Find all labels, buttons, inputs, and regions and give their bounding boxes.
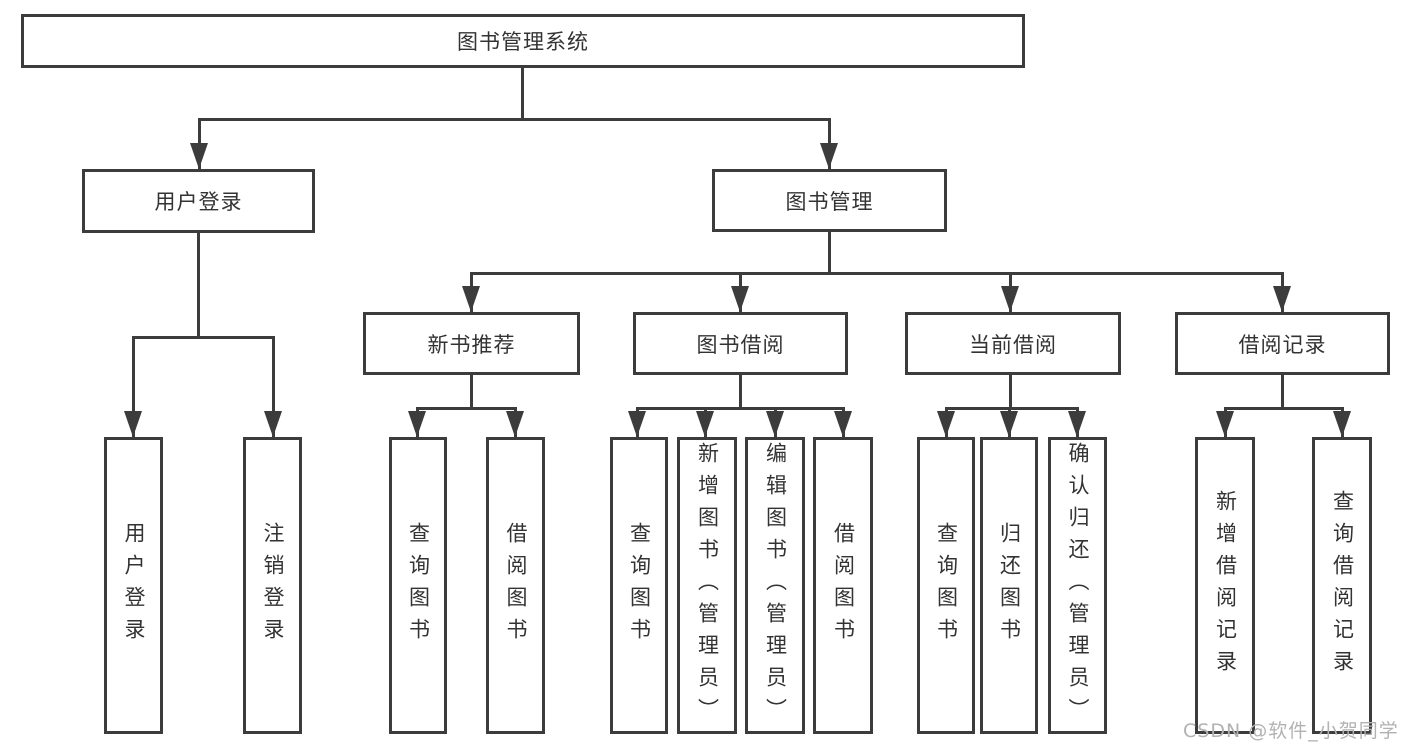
connector-current-borrow-rail bbox=[945, 407, 1079, 410]
arrow-down-icon bbox=[628, 411, 646, 437]
leaf-logout-label: 注销登录 bbox=[261, 521, 285, 650]
connector-root-stem bbox=[521, 68, 524, 118]
leaf-query-books-label: 查询图书 bbox=[627, 521, 652, 650]
leaf-query-borrow-record-label: 查询借阅记录 bbox=[1330, 489, 1355, 682]
leaf-edit-book-admin: 编辑图书（管理员） bbox=[745, 437, 805, 734]
arrow-down-icon bbox=[264, 411, 282, 437]
leaf-add-borrow-record: 新增借阅记录 bbox=[1195, 437, 1255, 734]
arrow-down-icon bbox=[462, 286, 480, 312]
leaf-borrow-books-label: 借阅图书 bbox=[504, 521, 528, 650]
node-borrow-records: 借阅记录 bbox=[1175, 312, 1390, 375]
node-user-login-label: 用户登录 bbox=[154, 190, 243, 214]
root-node: 图书管理系统 bbox=[21, 14, 1025, 68]
leaf-query-books-label: 查询图书 bbox=[406, 521, 431, 650]
node-new-book-recommend-label: 新书推荐 bbox=[427, 332, 516, 357]
arrow-down-icon bbox=[834, 411, 852, 437]
connector-book-mgmt-stem bbox=[828, 232, 831, 272]
leaf-confirm-return-admin-label: 确认归还（管理员） bbox=[1066, 441, 1090, 730]
connector-new-book-stem bbox=[470, 375, 473, 407]
node-book-management-label: 图书管理 bbox=[785, 189, 874, 214]
arrow-down-icon bbox=[766, 411, 784, 437]
arrow-down-icon bbox=[1001, 286, 1019, 312]
connector-drop-login-leaf bbox=[132, 336, 135, 437]
leaf-borrow-books-recommend: 借阅图书 bbox=[486, 437, 545, 734]
arrow-down-icon bbox=[1273, 286, 1291, 312]
leaf-edit-book-admin-label: 编辑图书（管理员） bbox=[763, 441, 788, 730]
arrow-down-icon bbox=[408, 411, 426, 437]
arrow-down-icon bbox=[190, 143, 208, 169]
arrow-down-icon bbox=[937, 411, 955, 437]
arrow-down-icon bbox=[1068, 411, 1086, 437]
node-book-management: 图书管理 bbox=[712, 169, 947, 232]
arrow-down-icon bbox=[506, 411, 524, 437]
node-current-borrow: 当前借阅 bbox=[905, 312, 1121, 375]
arrow-down-icon bbox=[1216, 411, 1234, 437]
arrow-down-icon bbox=[696, 411, 714, 437]
leaf-add-borrow-record-label: 新增借阅记录 bbox=[1213, 489, 1238, 682]
node-book-borrow-label: 图书借阅 bbox=[696, 332, 785, 357]
csdn-watermark: CSDN @软件_小贺同学 bbox=[1183, 720, 1399, 742]
leaf-query-books-label: 查询图书 bbox=[934, 521, 959, 650]
connector-drop-logout-leaf bbox=[272, 336, 275, 437]
leaf-borrow-books: 借阅图书 bbox=[813, 437, 873, 734]
connector-records-rail bbox=[1224, 407, 1344, 410]
connector-root-rail bbox=[198, 118, 831, 121]
leaf-return-book: 归还图书 bbox=[980, 437, 1038, 734]
arrow-down-icon bbox=[1333, 411, 1351, 437]
node-new-book-recommend: 新书推荐 bbox=[363, 312, 580, 375]
connector-book-borrow-rail bbox=[636, 407, 845, 410]
leaf-user-login: 用户登录 bbox=[104, 437, 163, 734]
root-node-label: 图书管理系统 bbox=[457, 30, 589, 54]
leaf-borrow-books-label: 借阅图书 bbox=[831, 521, 856, 650]
arrow-down-icon bbox=[731, 286, 749, 312]
leaf-query-books-current: 查询图书 bbox=[917, 437, 975, 734]
leaf-query-books-recommend: 查询图书 bbox=[389, 437, 447, 734]
arrow-down-icon bbox=[820, 143, 838, 169]
connector-user-login-stem bbox=[197, 233, 200, 336]
leaf-return-book-label: 归还图书 bbox=[997, 521, 1022, 650]
connector-book-mgmt-rail bbox=[470, 272, 1284, 275]
leaf-confirm-return-admin: 确认归还（管理员） bbox=[1048, 437, 1107, 734]
node-current-borrow-label: 当前借阅 bbox=[969, 332, 1057, 357]
leaf-query-books-borrow: 查询图书 bbox=[610, 437, 668, 734]
leaf-user-login-label: 用户登录 bbox=[122, 521, 146, 650]
node-borrow-records-label: 借阅记录 bbox=[1238, 332, 1327, 357]
leaf-add-book-admin-label: 新增图书（管理员） bbox=[695, 441, 720, 730]
node-user-login: 用户登录 bbox=[82, 169, 315, 233]
arrow-down-icon bbox=[1000, 411, 1018, 437]
leaf-add-book-admin: 新增图书（管理员） bbox=[677, 437, 737, 734]
connector-records-stem bbox=[1281, 375, 1284, 407]
node-book-borrow: 图书借阅 bbox=[633, 312, 848, 375]
arrow-down-icon bbox=[124, 411, 142, 437]
connector-user-login-rail bbox=[132, 336, 275, 339]
leaf-query-borrow-record: 查询借阅记录 bbox=[1312, 437, 1372, 734]
connector-book-borrow-stem bbox=[739, 375, 742, 407]
connector-new-book-rail bbox=[416, 407, 517, 410]
leaf-logout: 注销登录 bbox=[243, 437, 302, 734]
connector-current-borrow-stem bbox=[1009, 375, 1012, 407]
